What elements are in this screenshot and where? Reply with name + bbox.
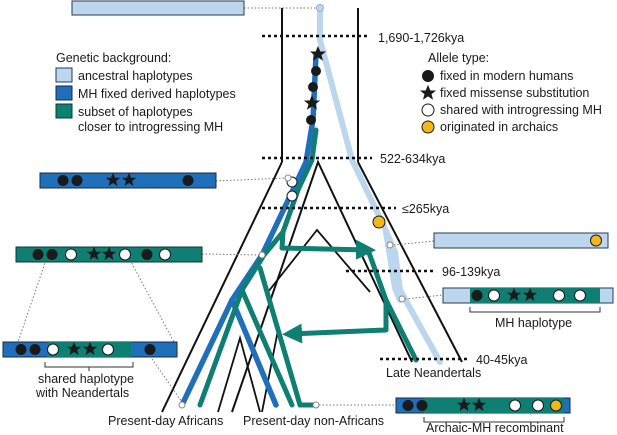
yellow-circle-icon [421,120,435,134]
yellow-circle-icon [372,215,386,229]
haplotype-bar-archaic-mh-recombinant [395,397,571,423]
haplotype-bar-mh-fixed [39,172,217,189]
legend-background-title: Genetic background: [56,51,171,65]
time-labels: 1,690-1,726kya 522-634kya ≤265kya 96-139… [378,31,527,367]
time-label-5: 40-45kya [476,353,527,367]
legend-label-fixed-missense: fixed missense substitution [440,86,589,100]
haplotype-bar-shared-with-neandertals [2,341,178,371]
label-late-neandertals: Late Neandertals [386,366,481,380]
introgressing-lineage [197,127,419,408]
legend-label-originated-archaics: originated in archaics [440,120,558,134]
haplotype-bar-ancestral-top [71,0,245,16]
black-circle-icon [422,70,434,82]
haplotype-bar-introgressing [15,246,203,263]
ancestral-lineage [317,5,443,365]
time-label-2: 522-634kya [380,152,445,166]
label-present-day-non-africans: Present-day non-Africans [243,414,384,428]
time-label-4: 96-139kya [442,265,500,279]
label-mh-haplotype: MH haplotype [495,316,572,330]
legend-swatch-mh-derived [55,85,73,101]
legend-label-introgressing-line2: closer to introgressing MH [78,120,223,134]
label-present-day-africans: Present-day Africans [108,414,223,428]
black-circle-icon [311,66,321,76]
trunk-alleles [178,4,406,409]
legend-label-mh-derived: MH fixed derived haplotypes [78,87,236,101]
label-archaic-mh-recombinant: Archaic-MH recombinant [426,421,564,435]
black-circle-icon [306,115,316,125]
legend-label-ancestral: ancestral haplotypes [78,69,193,83]
white-circle-icon [286,190,298,202]
legend-swatch-ancestral [55,67,73,83]
legend-swatch-introgressing [55,103,73,119]
legend-label-fixed-modern: fixed in modern humans [440,69,573,83]
time-label-1: 1,690-1,726kya [378,31,464,45]
diagram-labels: Present-day Africans Present-day non-Afr… [35,316,572,435]
black-circle-icon [308,82,318,92]
legend-genetic-background: Genetic background: ancestral haplotypes… [55,51,236,134]
connector-lines [17,7,444,406]
inner-split-small [217,334,261,413]
time-lines [262,34,470,361]
black-star-icon [419,84,437,100]
legend-label-introgressing: subset of haplotypes [78,105,193,119]
legend-label-shared-introgressing: shared with introgressing MH [440,103,602,117]
legend-allele-type: Allele type: fixed in modern humans fixe… [419,51,602,134]
white-circle-icon [421,103,435,117]
inner-split-africans [261,228,371,413]
inner-split-notch [231,159,413,413]
label-shared-haplotype-line2: with Neandertals [35,386,129,400]
haplotype-bar-mh-haplotype [442,287,614,313]
mh-outer-left-edge [161,161,283,413]
label-shared-haplotype-line1: shared haplotype [38,372,134,386]
haplotype-bar-ancestral-right [433,232,609,249]
time-label-3: ≤265kya [402,202,449,216]
legend-allele-title: Allele type: [428,51,489,65]
neandertal-outer-right-edge [357,161,463,363]
